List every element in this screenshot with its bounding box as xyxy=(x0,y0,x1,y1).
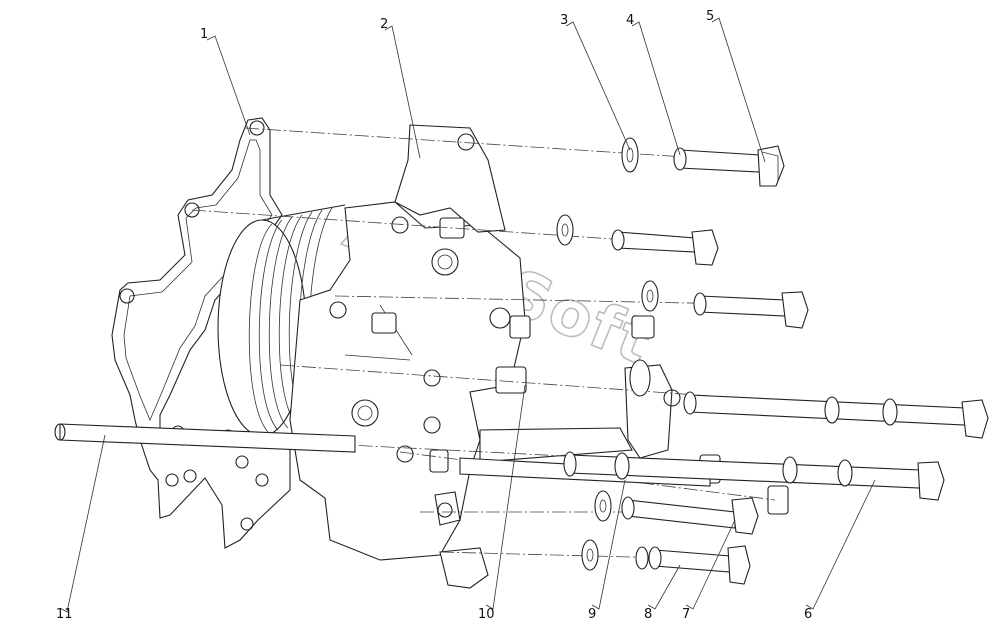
bolt-long xyxy=(683,391,989,439)
callout-1: 1 xyxy=(200,27,208,42)
callout-labels: 1 2 3 4 5 6 7 8 9 10 11 xyxy=(56,9,812,622)
callout-2: 2 xyxy=(380,17,388,32)
callout-6: 6 xyxy=(804,607,812,622)
callout-5: 5 xyxy=(706,9,714,24)
stud-8 xyxy=(635,545,751,585)
callout-3: 3 xyxy=(560,13,568,28)
callout-11: 11 xyxy=(56,607,73,622)
callout-10: 10 xyxy=(478,607,495,622)
bolt-third xyxy=(693,291,809,329)
leader-lines xyxy=(59,17,876,613)
washers xyxy=(556,137,659,571)
bolt-second xyxy=(611,229,719,266)
bolt-7 xyxy=(621,496,759,535)
bolt-6 xyxy=(563,451,945,501)
callout-8: 8 xyxy=(644,607,652,622)
callout-9: 9 xyxy=(588,607,596,622)
callout-4: 4 xyxy=(626,13,634,28)
callout-7: 7 xyxy=(682,607,690,622)
bolt-upper xyxy=(673,145,785,187)
